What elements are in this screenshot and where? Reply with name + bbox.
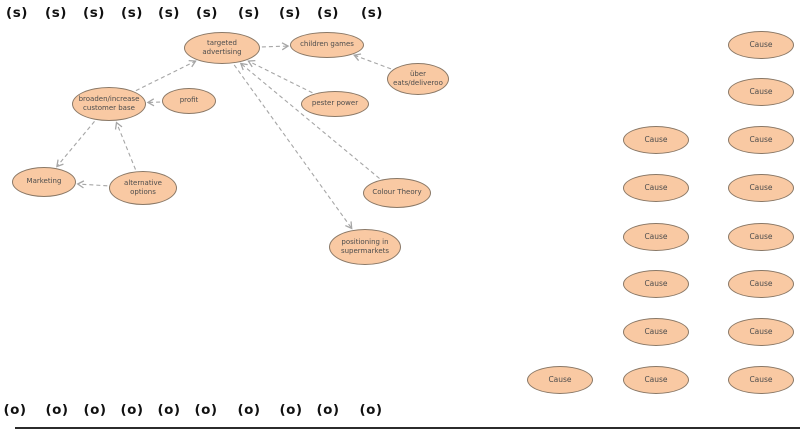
- cause-template[interactable]: Cause: [728, 366, 794, 394]
- node-marketing[interactable]: Marketing: [12, 167, 76, 197]
- cause-template[interactable]: Cause: [623, 270, 689, 298]
- node-children-games[interactable]: children games: [290, 32, 364, 58]
- node-broaden-increase-customer-base[interactable]: broaden/increase customer base: [72, 87, 146, 121]
- s-marker-3: (s): [83, 5, 105, 21]
- o-marker-1: (o): [3, 402, 27, 418]
- edge-targeted-advertising-to-children-games: [261, 42, 290, 51]
- o-marker-7: (o): [237, 402, 261, 418]
- cause-template[interactable]: Cause: [623, 126, 689, 154]
- node-uber-eats-deliveroo[interactable]: über eats/deliveroo: [387, 63, 449, 95]
- o-marker-3: (o): [83, 402, 107, 418]
- o-marker-8: (o): [279, 402, 303, 418]
- cause-template[interactable]: Cause: [623, 223, 689, 251]
- node-positioning-in-supermarkets[interactable]: positioning in supermarkets: [329, 229, 401, 265]
- cause-template[interactable]: Cause: [623, 366, 689, 394]
- s-marker-10: (s): [361, 5, 383, 21]
- edge-broaden-increase-customer-base-to-targeted-advertising: [135, 59, 197, 92]
- cause-template[interactable]: Cause: [527, 366, 593, 394]
- edge-colour-theory-to-targeted-advertising: [239, 62, 380, 179]
- s-marker-2: (s): [45, 5, 67, 21]
- s-marker-4: (s): [121, 5, 143, 21]
- s-marker-8: (s): [279, 5, 301, 21]
- cause-template[interactable]: Cause: [728, 223, 794, 251]
- node-colour-theory[interactable]: Colour Theory: [363, 178, 431, 208]
- node-alternative-options[interactable]: alternative options: [109, 171, 177, 205]
- o-marker-10: (o): [359, 402, 383, 418]
- edge-alternative-options-to-broaden-increase-customer-base: [114, 121, 137, 170]
- o-marker-5: (o): [157, 402, 181, 418]
- cause-template[interactable]: Cause: [728, 126, 794, 154]
- node-targeted-advertising[interactable]: targeted advertising: [184, 32, 260, 64]
- node-pester-power[interactable]: pester power: [301, 91, 369, 117]
- o-marker-2: (o): [45, 402, 69, 418]
- cause-template[interactable]: Cause: [728, 174, 794, 202]
- s-marker-6: (s): [196, 5, 218, 21]
- o-marker-9: (o): [316, 402, 340, 418]
- s-marker-5: (s): [158, 5, 180, 21]
- s-marker-9: (s): [317, 5, 339, 21]
- s-marker-1: (s): [6, 5, 28, 21]
- cause-template[interactable]: Cause: [728, 31, 794, 59]
- cause-template[interactable]: Cause: [623, 318, 689, 346]
- cause-template[interactable]: Cause: [728, 318, 794, 346]
- cause-template[interactable]: Cause: [728, 78, 794, 106]
- bottom-border-line: [15, 427, 800, 429]
- o-marker-6: (o): [194, 402, 218, 418]
- s-marker-7: (s): [238, 5, 260, 21]
- edge-pester-power-to-targeted-advertising: [247, 59, 313, 94]
- edge-alternative-options-to-marketing: [76, 180, 108, 189]
- edge-uber-eats-deliveroo-to-children-games: [352, 53, 392, 70]
- cause-template[interactable]: Cause: [728, 270, 794, 298]
- node-profit[interactable]: profit: [162, 88, 216, 114]
- edge-broaden-increase-customer-base-to-marketing: [56, 121, 95, 168]
- edge-targeted-advertising-to-positioning-in-supermarkets: [233, 64, 353, 230]
- cause-template[interactable]: Cause: [623, 174, 689, 202]
- o-marker-4: (o): [120, 402, 144, 418]
